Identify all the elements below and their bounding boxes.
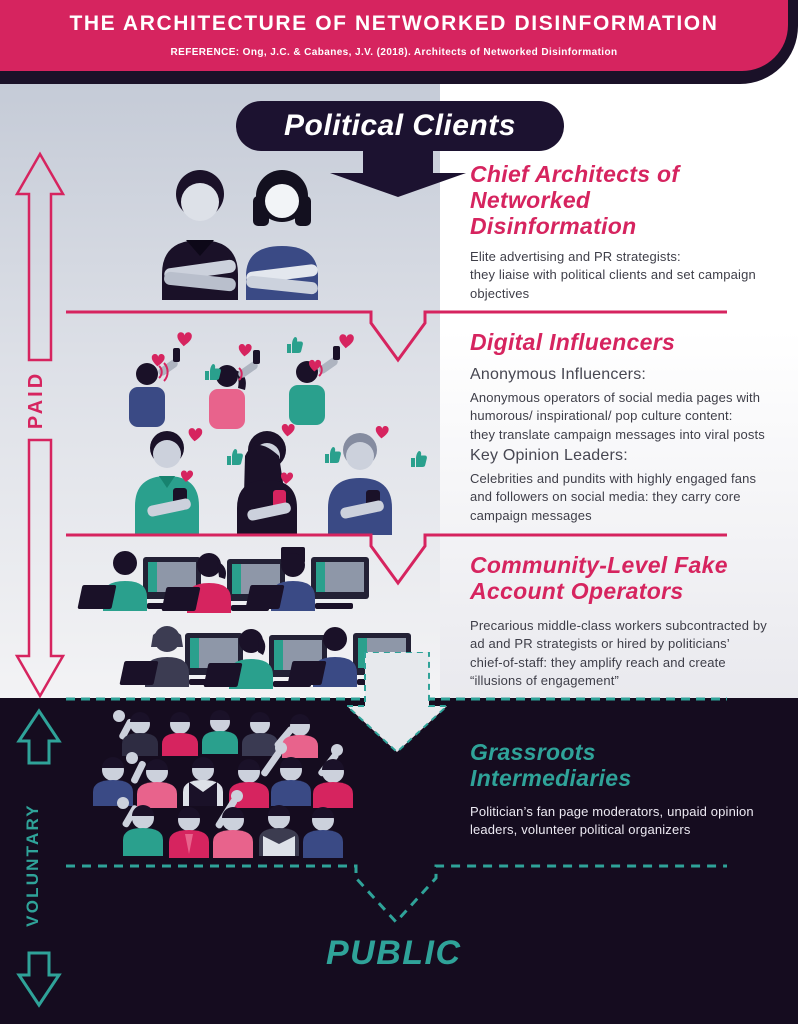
body-key-opinion-leaders: Celebrities and pundits with highly enga…	[470, 470, 757, 523]
thumbs-up-icon	[227, 447, 427, 467]
heart-icon	[188, 423, 389, 442]
header-banner: THE ARCHITECTURE OF NETWORKED DISINFORMA…	[0, 0, 788, 71]
thumbs-up-icon	[205, 337, 303, 380]
pink-chevron-divider	[66, 533, 727, 586]
section-title-community-operators: Community-Level Fake Account Operators	[470, 552, 728, 604]
text-column-background	[440, 84, 798, 700]
workers-at-computers-icon	[77, 547, 411, 689]
crowd-row	[117, 790, 343, 858]
down-arrow-icon	[344, 652, 450, 754]
section-body-grassroots: Politician’s fan page moderators, unpaid…	[470, 804, 754, 838]
influencer-small-1	[129, 348, 180, 427]
section-body-community-operators: Precarious middle-class workers subcontr…	[470, 618, 767, 689]
subheading-anonymous-influencers: Anonymous Influencers:	[470, 366, 647, 383]
section-title-grassroots: Grassroots Intermediaries	[470, 739, 632, 791]
section-body-digital-influencers: Anonymous Influencers: Anonymous operato…	[470, 363, 798, 525]
voluntary-up-arrow-icon	[16, 708, 62, 765]
heart-icon	[151, 332, 354, 372]
public-label: PUBLIC	[326, 934, 462, 972]
influencer-large-1	[135, 431, 199, 535]
crowd-icon	[93, 710, 353, 858]
crowd-row	[113, 710, 318, 758]
influencer-large-3	[328, 433, 392, 535]
voluntary-down-arrow-icon	[16, 951, 62, 1008]
section-body-chief-architects: Elite advertising and PR strategists: th…	[470, 249, 756, 301]
paid-double-arrow-icon	[14, 151, 66, 699]
subheading-key-opinion-leaders: Key Opinion Leaders:	[470, 447, 628, 465]
section-title-digital-influencers: Digital Influencers	[470, 329, 676, 355]
body-anonymous-influencers: Anonymous operators of social media page…	[470, 389, 765, 442]
influencer-small-3	[289, 346, 340, 425]
crowd-row	[93, 742, 353, 808]
influencer-small-2	[209, 350, 260, 429]
section-title-chief-architects: Chief Architects of Networked Disinforma…	[470, 161, 680, 239]
down-arrow-icon	[330, 151, 466, 197]
reference-line: REFERENCE: Ong, J.C. & Cabanes, J.V. (20…	[170, 47, 618, 58]
teal-dashed-chevron-divider	[66, 864, 727, 925]
people-pair-icon	[162, 170, 318, 300]
political-clients-pill: Political Clients	[236, 101, 564, 151]
page-title: THE ARCHITECTURE OF NETWORKED DISINFORMA…	[69, 12, 719, 35]
workstation	[245, 547, 369, 611]
pink-chevron-divider	[66, 310, 727, 363]
influencers-with-phones-icon	[129, 332, 427, 535]
influencer-large-2	[237, 431, 297, 535]
